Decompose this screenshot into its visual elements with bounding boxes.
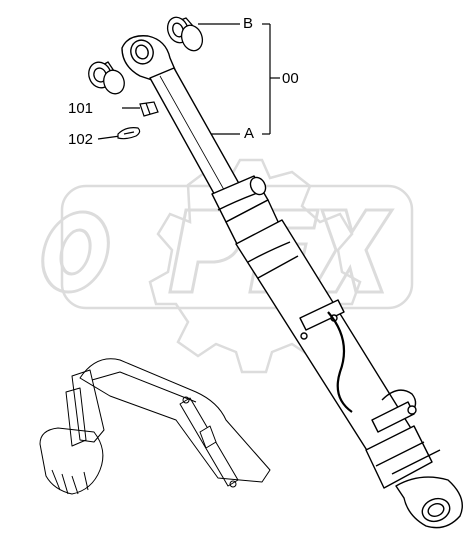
- label-a: A: [244, 125, 255, 142]
- part-102: [117, 127, 141, 140]
- excavator-arm-icon: [39, 358, 271, 495]
- label-part-102: 102: [68, 131, 94, 148]
- bushing-b: [166, 16, 204, 52]
- label-part-101: 101: [68, 100, 94, 117]
- bushing-a: [88, 61, 125, 95]
- hydraulic-cylinder: [121, 35, 463, 529]
- leader-lines: [97, 23, 280, 140]
- label-b: B: [243, 15, 254, 32]
- label-group-00: 00: [282, 70, 299, 87]
- part-101: [139, 101, 159, 117]
